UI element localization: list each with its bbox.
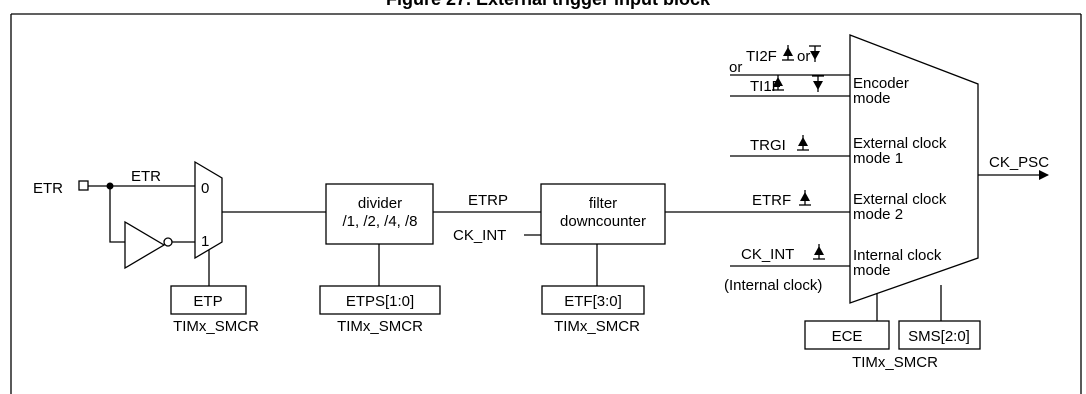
rising-edge-icon xyxy=(782,45,794,61)
inverter-branch-wire xyxy=(109,186,125,243)
etrf-label: ETRF xyxy=(752,192,791,209)
etp-register-box xyxy=(170,285,247,315)
sms-register-label: SMS[2:0] xyxy=(908,328,970,345)
internal-clock-mode-sublabel: mode xyxy=(853,262,891,279)
encoder-mode-sublabel: mode xyxy=(853,90,891,107)
ext-clock-mode1-sublabel: mode 1 xyxy=(853,150,903,167)
etp-register-label: ETP xyxy=(193,293,222,310)
ti1f-label: TI1F xyxy=(750,78,781,95)
inverter-bubble xyxy=(163,237,173,247)
figure-title: Figure 27. External trigger input block xyxy=(386,0,711,9)
etp-register-owner: TIMx_SMCR xyxy=(173,318,259,335)
etps-register-box xyxy=(319,285,441,315)
ck-psc-label: CK_PSC xyxy=(989,154,1049,171)
rising-edge-icon xyxy=(813,244,825,260)
divider-ratios: /1, /2, /4, /8 xyxy=(342,213,417,230)
filter-label: filter xyxy=(589,195,617,212)
rising-edge-icon xyxy=(799,190,811,206)
falling-edge-icon xyxy=(812,75,824,92)
etr-pin-label: ETR xyxy=(33,180,63,197)
etps-register-owner: TIMx_SMCR xyxy=(337,318,423,335)
filter-sublabel: downcounter xyxy=(560,213,646,230)
mux-input-0: 0 xyxy=(201,180,209,197)
etr-pin-square xyxy=(78,180,89,191)
ti2f-label: TI2F xyxy=(746,48,777,65)
ext-clock-mode1-label: External clock xyxy=(853,135,947,152)
inverter-triangle xyxy=(124,220,166,270)
or-mid: or xyxy=(797,48,810,65)
polarity-mux xyxy=(194,160,223,260)
etr-wire-label: ETR xyxy=(131,168,161,185)
rising-edge-icon xyxy=(797,135,809,151)
trgi-label: TRGI xyxy=(750,137,786,154)
filter-ck-int-label: CK_INT xyxy=(453,227,506,244)
internal-clock-note: (Internal clock) xyxy=(724,277,822,294)
clock-mux-register-owner: TIMx_SMCR xyxy=(852,354,938,371)
etf-register-box xyxy=(541,285,645,315)
etps-register-label: ETPS[1:0] xyxy=(346,293,414,310)
sms-register-box xyxy=(898,320,981,350)
ece-register-label: ECE xyxy=(832,328,863,345)
etf-register-label: ETF[3:0] xyxy=(564,293,622,310)
rising-edge-icon xyxy=(772,75,784,91)
encoder-mode-label: Encoder xyxy=(853,75,909,92)
ext-clock-mode2-label: External clock xyxy=(853,191,947,208)
divider-label: divider xyxy=(358,195,402,212)
clock-mode-mux xyxy=(849,34,979,304)
mux-input-1: 1 xyxy=(201,233,209,250)
or-prefix: or xyxy=(729,59,742,76)
internal-clock-mode-label: Internal clock xyxy=(853,247,942,264)
falling-edge-icon xyxy=(809,45,821,62)
ck-int-label: CK_INT xyxy=(741,246,794,263)
etrp-label: ETRP xyxy=(468,192,508,209)
filter-block xyxy=(540,183,666,245)
ext-clock-mode2-sublabel: mode 2 xyxy=(853,206,903,223)
figure-frame xyxy=(10,13,1082,394)
ece-register-box xyxy=(804,320,890,350)
divider-block xyxy=(325,183,434,245)
etf-register-owner: TIMx_SMCR xyxy=(554,318,640,335)
